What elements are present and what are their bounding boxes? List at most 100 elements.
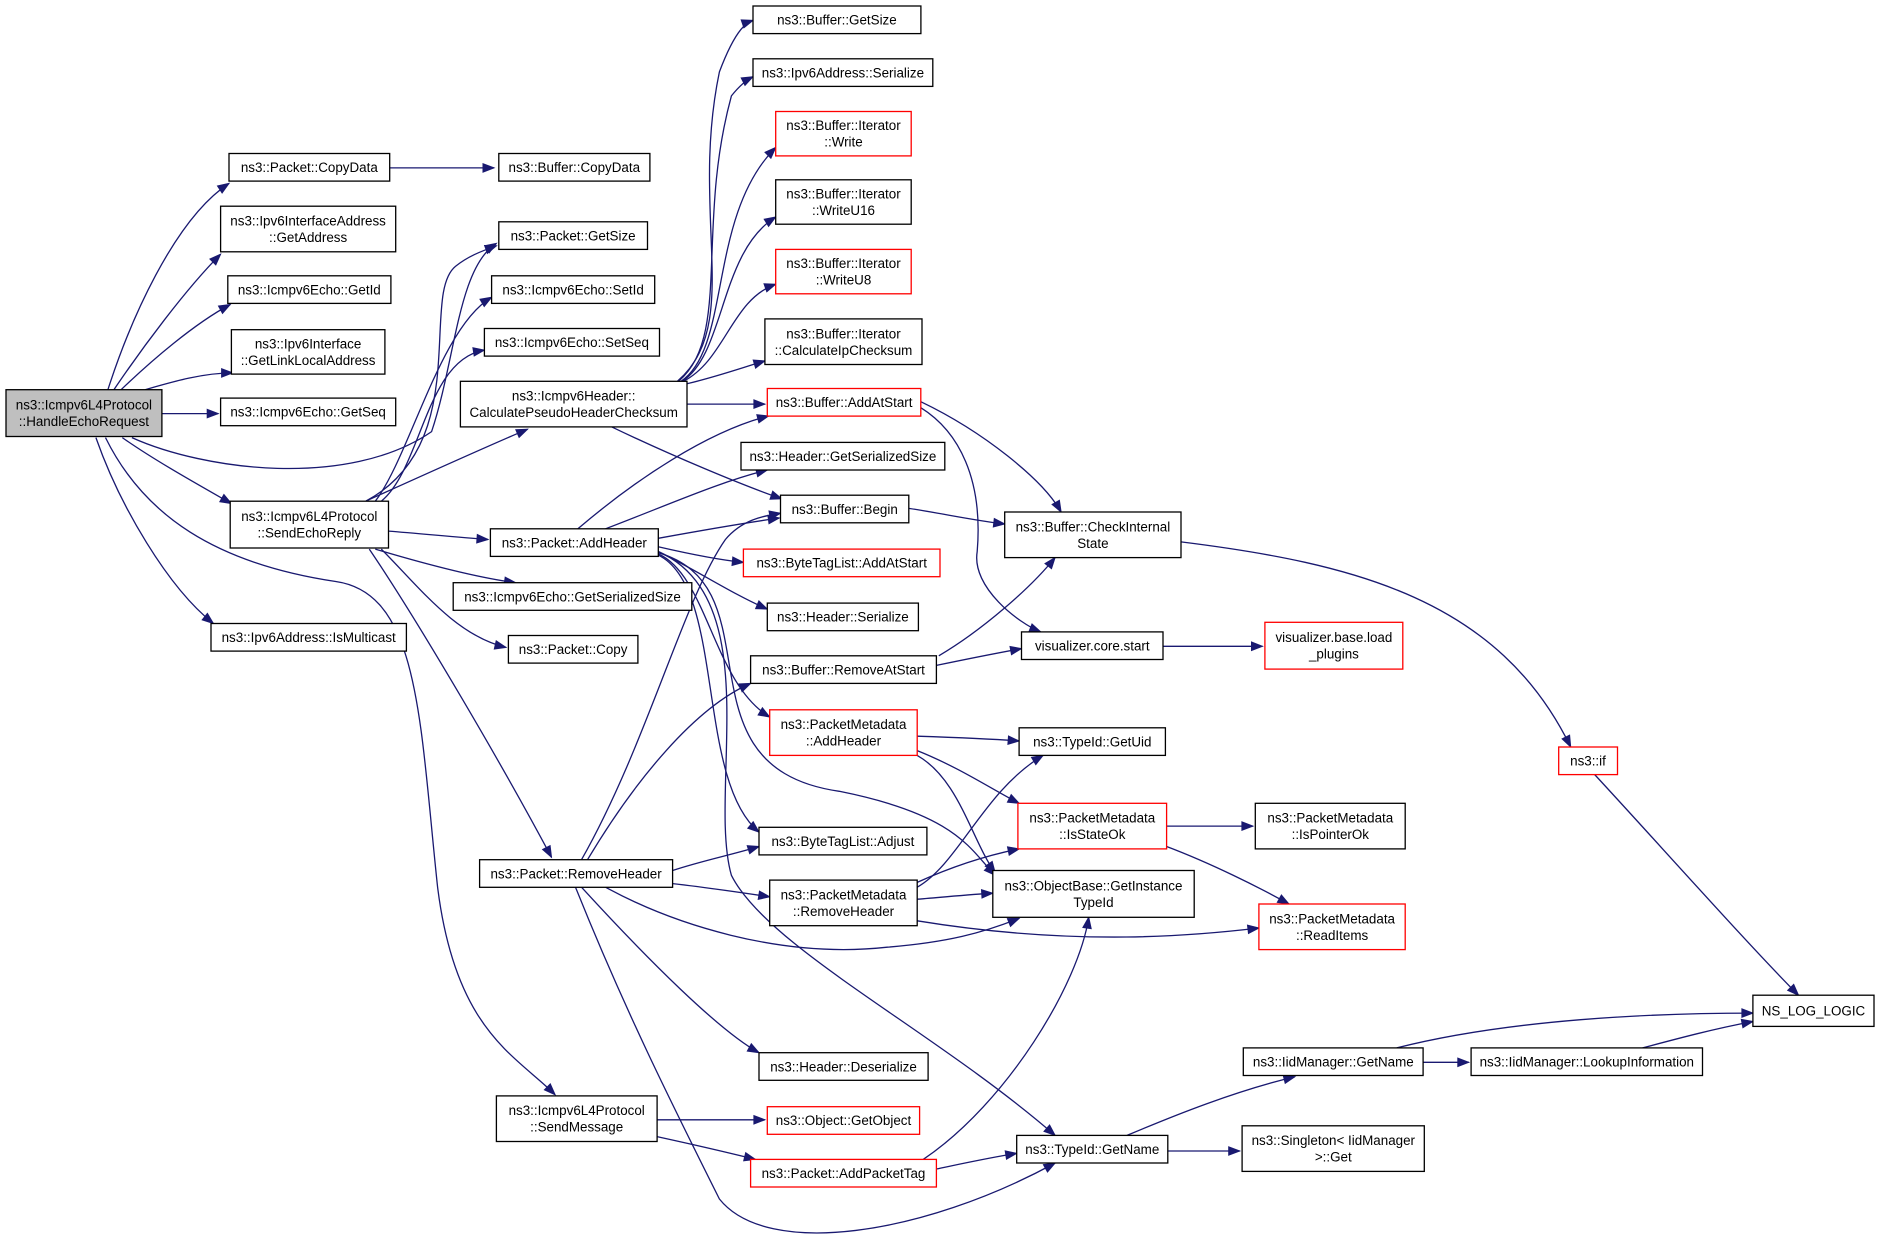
- node-packet-removeheader[interactable]: ns3::Packet::RemoveHeader: [478, 859, 674, 888]
- node-ns-log-logic[interactable]: NS_LOG_LOGIC: [1752, 994, 1875, 1028]
- node-box: [452, 582, 693, 611]
- arrowhead-send_message: [543, 1083, 557, 1096]
- node-send-echo-reply[interactable]: ns3::Icmpv6L4Protocol::SendEchoReply: [229, 500, 390, 549]
- node-echo-getid[interactable]: ns3::Icmpv6Echo::GetId: [227, 275, 392, 305]
- arrowhead-pktmeta_isstateok: [1006, 793, 1021, 804]
- node-buffer-addatstart[interactable]: ns3::Buffer::AddAtStart: [766, 387, 922, 417]
- node-handle-echo-request[interactable]: ns3::Icmpv6L4Protocol::HandleEchoRequest: [5, 389, 163, 438]
- node-packet-addheader[interactable]: ns3::Packet::AddHeader: [489, 528, 659, 558]
- node-label-line: ns3::Buffer::CopyData: [509, 160, 641, 175]
- edge-packet_removeheader-to-header_deserialize: [581, 886, 760, 1054]
- node-box: [228, 152, 391, 182]
- node-box: [1752, 994, 1875, 1028]
- node-label-line: ::ReadItems: [1296, 928, 1368, 943]
- node-box: [749, 655, 938, 685]
- node-header-deserialize[interactable]: ns3::Header::Deserialize: [758, 1052, 929, 1081]
- node-box: [1017, 802, 1168, 850]
- node-buffer-copydata[interactable]: ns3::Buffer::CopyData: [498, 152, 651, 182]
- node-box: [1258, 903, 1406, 951]
- edge-packet_addheader-to-bytetaglist_addatstart: [658, 546, 744, 563]
- node-box: [775, 110, 912, 157]
- node-packet-addpackettag[interactable]: ns3::Packet::AddPacketTag: [749, 1158, 938, 1188]
- node-buffer-getsize[interactable]: ns3::Buffer::GetSize: [752, 5, 922, 35]
- node-box: [483, 327, 661, 357]
- arrowhead-packet_getsize: [483, 244, 498, 255]
- node-object-getobject[interactable]: ns3::Object::GetObject: [766, 1106, 921, 1135]
- node-typeid-getuid[interactable]: ns3::TypeId::GetUid: [1018, 727, 1167, 757]
- node-calc-pseudo-checksum[interactable]: ns3::Icmpv6Header::CalculatePseudoHeader…: [459, 380, 688, 428]
- node-label-line: ns3::Packet::CopyData: [241, 160, 379, 175]
- arrowhead-ipv6if_getlinklocal: [221, 367, 235, 378]
- edge-send_echo_reply-to-packet_copy: [380, 548, 507, 649]
- node-box: [758, 826, 928, 856]
- node-ipv6ifaddr-getaddress[interactable]: ns3::Ipv6InterfaceAddress::GetAddress: [219, 205, 397, 253]
- node-iter-writeu16[interactable]: ns3::Buffer::Iterator::WriteU16: [775, 179, 912, 225]
- node-box: [478, 859, 674, 888]
- node-label-line: ::GetAddress: [269, 230, 347, 245]
- node-box: [489, 528, 659, 558]
- node-iidmanager-lookupinformation[interactable]: ns3::IidManager::LookupInformation: [1470, 1047, 1704, 1077]
- edge-send_echo_reply-to-echo_getserializedsize: [375, 548, 516, 584]
- node-bytetaglist-addatstart[interactable]: ns3::ByteTagList::AddAtStart: [742, 548, 941, 578]
- node-packet-getsize[interactable]: ns3::Packet::GetSize: [498, 221, 649, 251]
- node-echo-getseq[interactable]: ns3::Icmpv6Echo::GetSeq: [219, 397, 397, 427]
- node-buffer-removeatstart[interactable]: ns3::Buffer::RemoveAtStart: [749, 655, 938, 685]
- node-bytetaglist-adjust[interactable]: ns3::ByteTagList::Adjust: [758, 826, 928, 856]
- node-pktmeta-isstateok[interactable]: ns3::PacketMetadata::IsStateOk: [1017, 802, 1168, 850]
- edge-send_echo_reply-to-calc_pseudo_checksum: [365, 428, 528, 502]
- edge-packet_removeheader-to-bytetaglist_adjust: [672, 845, 760, 872]
- node-label-line: ns3::PacketMetadata: [1029, 811, 1155, 826]
- node-pktmeta-readitems[interactable]: ns3::PacketMetadata::ReadItems: [1258, 903, 1406, 951]
- node-label-line: ns3::Packet::AddHeader: [502, 535, 648, 550]
- node-label-line: ns3::IidManager::LookupInformation: [1480, 1055, 1694, 1070]
- node-packet-copydata[interactable]: ns3::Packet::CopyData: [228, 152, 391, 182]
- node-send-message[interactable]: ns3::Icmpv6L4Protocol::SendMessage: [495, 1095, 658, 1143]
- node-label-line: ns3::ByteTagList::Adjust: [771, 834, 914, 849]
- node-buffer-begin[interactable]: ns3::Buffer::Begin: [779, 494, 910, 524]
- node-label-line: ns3::ByteTagList::AddAtStart: [756, 556, 927, 571]
- node-box: [219, 205, 397, 253]
- node-label-line: ::WriteU16: [812, 203, 875, 218]
- node-label-line: ns3::PacketMetadata: [781, 717, 907, 732]
- arrowhead-typeid_getname: [1004, 1150, 1019, 1160]
- node-typeid-getname[interactable]: ns3::TypeId::GetName: [1016, 1134, 1169, 1164]
- node-pktmeta-addheader[interactable]: ns3::PacketMetadata::AddHeader: [769, 709, 918, 757]
- node-label-line: ns3::Ipv6InterfaceAddress: [230, 214, 386, 229]
- node-box: [769, 879, 918, 927]
- node-echo-getserializedsize[interactable]: ns3::Icmpv6Echo::GetSerializedSize: [452, 582, 693, 611]
- node-iidmanager-getname[interactable]: ns3::IidManager::GetName: [1242, 1047, 1424, 1077]
- node-iter-writeu8[interactable]: ns3::Buffer::Iterator::WriteU8: [775, 248, 912, 295]
- node-box: [764, 318, 923, 366]
- node-ns3-if[interactable]: ns3::if: [1558, 746, 1619, 776]
- edge-handle_echo_request-to-send_echo_reply: [121, 437, 232, 505]
- node-visualizer-core-start[interactable]: visualizer.core.start: [1020, 631, 1164, 661]
- node-box: [992, 869, 1195, 918]
- node-header-serialize[interactable]: ns3::Header::Serialize: [766, 602, 920, 632]
- node-header-getserializedsize[interactable]: ns3::Header::GetSerializedSize: [740, 441, 946, 471]
- node-visualizer-base-loadplugins[interactable]: visualizer.base.load_plugins: [1264, 621, 1404, 670]
- arrowhead-ipv6addr_ismulticast: [201, 612, 215, 625]
- arrowhead-echo_setseq: [472, 347, 486, 357]
- node-echo-setseq[interactable]: ns3::Icmpv6Echo::SetSeq: [483, 327, 661, 357]
- node-echo-setid[interactable]: ns3::Icmpv6Echo::SetId: [490, 275, 656, 305]
- node-label-line: ns3::PacketMetadata: [1269, 911, 1395, 926]
- node-pktmeta-ispointerok[interactable]: ns3::PacketMetadata::IsPointerOk: [1254, 802, 1406, 850]
- node-box: [498, 152, 651, 182]
- node-singleton-iidmanager-get[interactable]: ns3::Singleton< IidManager>::Get: [1241, 1125, 1425, 1173]
- node-box: [507, 634, 639, 664]
- node-iter-calc-ipchecksum[interactable]: ns3::Buffer::Iterator::CalculateIpChecks…: [764, 318, 923, 366]
- edge-handle_echo_request-to-send_message: [104, 437, 556, 1096]
- node-label-line: ns3::Buffer::RemoveAtStart: [762, 662, 925, 677]
- arrowhead-iter_write: [764, 146, 777, 160]
- edge-calc_pseudo_checksum-to-buffer_begin: [611, 426, 782, 500]
- node-ipv6if-getlinklocal[interactable]: ns3::Ipv6Interface::GetLinkLocalAddress: [230, 329, 386, 375]
- edge-packet_removeheader-to-typeid_getname: [574, 886, 1056, 1234]
- node-ipv6addr-serialize[interactable]: ns3::Ipv6Address::Serialize: [752, 58, 934, 88]
- node-packet-copy[interactable]: ns3::Packet::Copy: [507, 634, 639, 664]
- node-ipv6addr-ismulticast[interactable]: ns3::Ipv6Address::IsMulticast: [210, 622, 408, 652]
- node-iter-write[interactable]: ns3::Buffer::Iterator::Write: [775, 110, 912, 157]
- node-pktmeta-removeheader[interactable]: ns3::PacketMetadata::RemoveHeader: [769, 879, 918, 927]
- node-label-line: State: [1077, 536, 1108, 551]
